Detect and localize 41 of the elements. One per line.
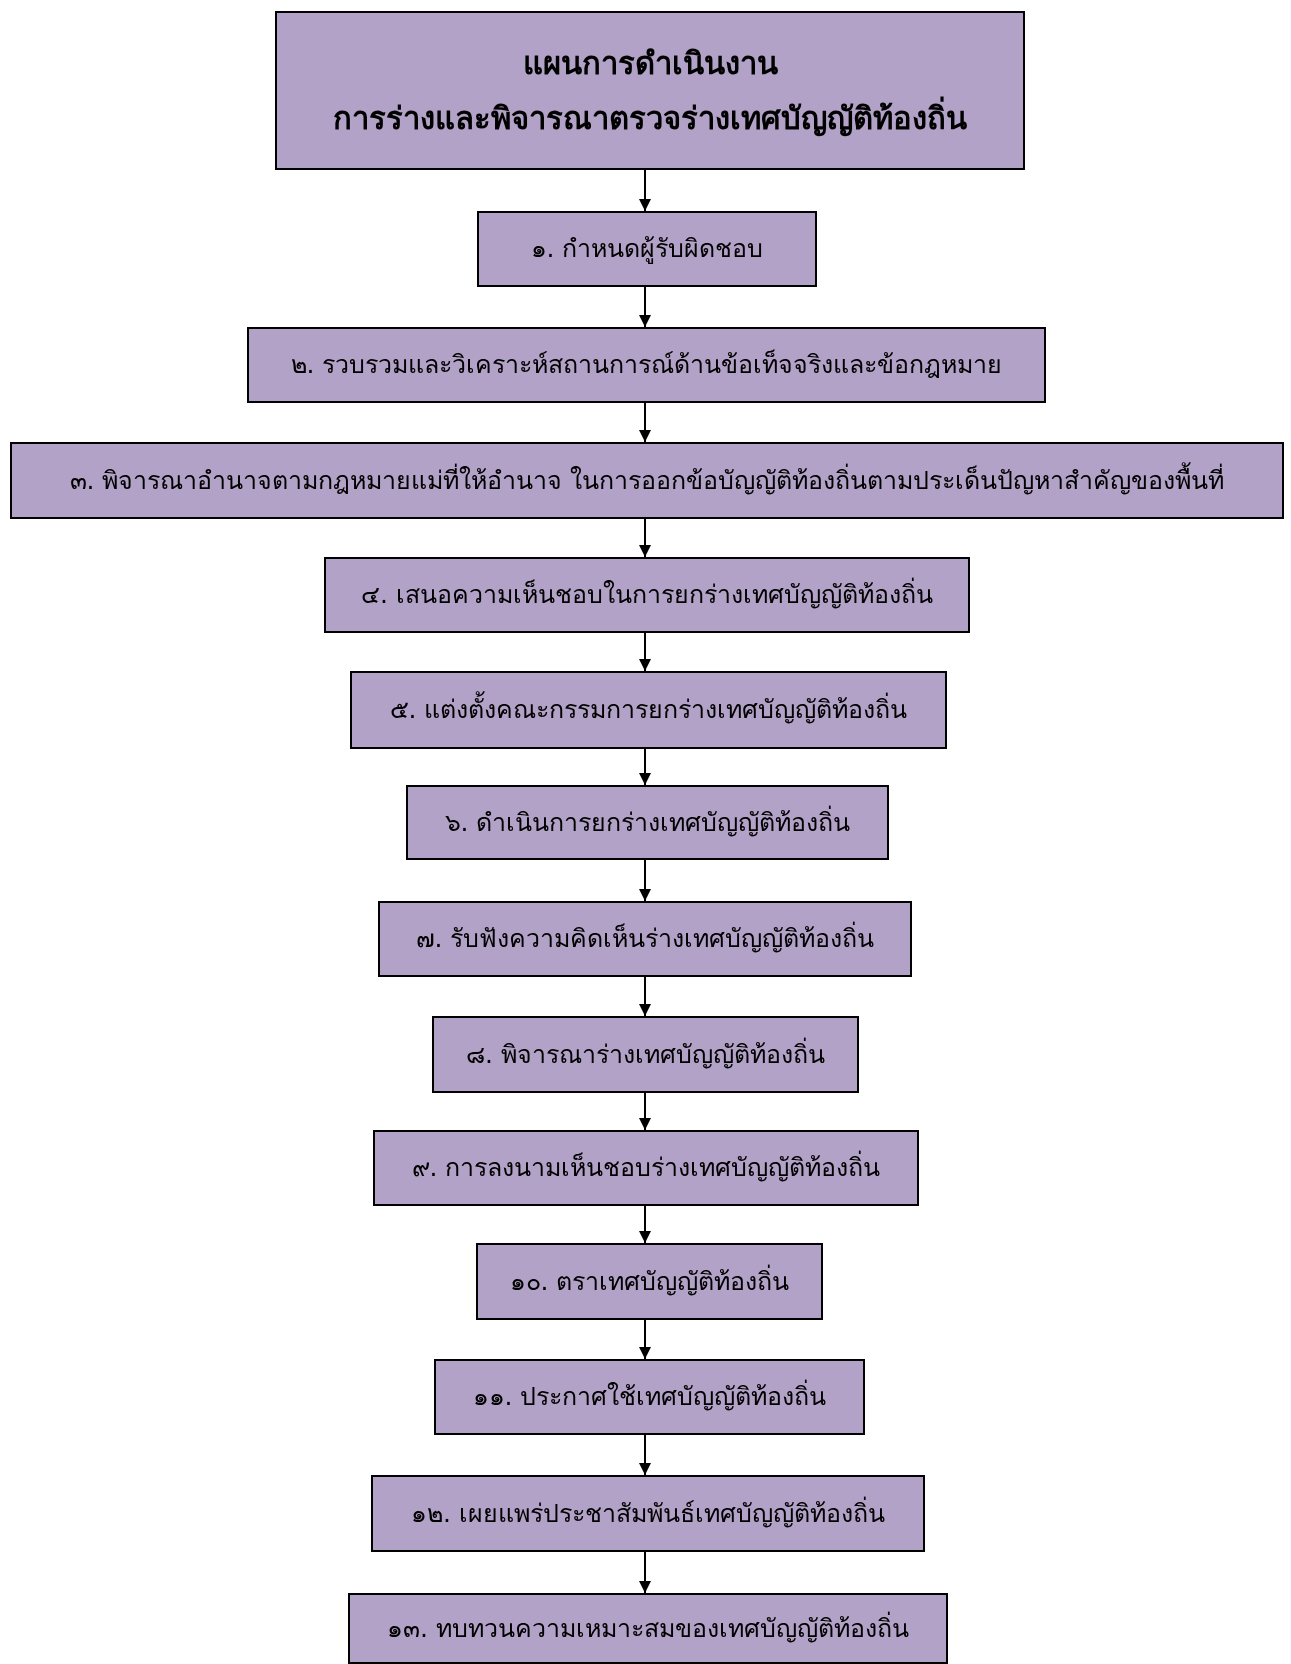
- process-box: [371, 1475, 925, 1552]
- step-text: ๗. รับฟังความคิดเห็นร่างเทศบัญญัติท้องถิ่น: [405, 923, 885, 955]
- step-text: ๑. กำหนดผู้รับผิดชอบ: [529, 233, 765, 265]
- process-box: [373, 1130, 919, 1206]
- arrow: [639, 976, 651, 1017]
- process-box: [247, 327, 1046, 403]
- process-box: [476, 1243, 823, 1320]
- step-text: ๑๐. ตราเทศบัญญัติท้องถิ่น: [508, 1265, 791, 1298]
- step-text: ๘. พิจารณาร่างเทศบัญญัติท้องถิ่น: [465, 1038, 826, 1071]
- process-box: [406, 785, 889, 860]
- process-box: [432, 1016, 859, 1093]
- arrow: [639, 169, 651, 212]
- process-box: [477, 211, 817, 287]
- step-text: ๑๒. เผยแพร่ประชาสัมพันธ์เทศบัญญัติท้องถิ่น: [410, 1497, 886, 1530]
- arrow: [639, 286, 651, 328]
- process-box: [10, 442, 1284, 519]
- step-text: ๔. เสนอความเห็นชอบในการยกร่างเทศบัญญัติท้องถิ่น: [351, 579, 943, 611]
- step-text: ๙. การลงนามเห็นชอบร่างเทศบัญญัติท้องถิ่น: [401, 1152, 891, 1184]
- arrow: [639, 1434, 651, 1476]
- title-text: การร่างและพิจารณาตรวจร่างเทศบัญญัติท้องถิ่น: [323, 98, 977, 138]
- arrow: [639, 748, 651, 786]
- process-box: [324, 557, 970, 633]
- process-box: [348, 1593, 948, 1664]
- step-text: ๖. ดำเนินการยกร่างเทศบัญญัติท้องถิ่น: [443, 806, 852, 839]
- arrow: [639, 859, 651, 902]
- process-box: [434, 1359, 865, 1435]
- step-text: ๓. พิจารณาอำนาจตามกฎหมายแม่ที่ให้อำนาจ ในการออกข้อบัญญัติท้องถิ่นตามประเด็นปัญหาสำคัญของพื้นที่: [59, 464, 1235, 497]
- step-text: ๑๓. ทบทวนความเหมาะสมของเทศบัญญัติท้องถิ่น: [386, 1612, 910, 1645]
- arrow: [639, 1205, 651, 1244]
- step-text: ๑๑. ประกาศใช้เทศบัญญัติท้องถิ่น: [462, 1381, 837, 1413]
- process-box: [350, 671, 947, 749]
- process-box: [378, 901, 912, 977]
- arrow: [639, 632, 651, 672]
- arrow: [639, 518, 651, 558]
- arrow: [639, 1092, 651, 1131]
- title-text: แผนการดำเนินงาน: [521, 43, 779, 83]
- arrow: [639, 1319, 651, 1360]
- step-text: ๒. รวบรวมและวิเคราะห์สถานการณ์ด้านข้อเท็จจริงและข้อกฎหมาย: [289, 349, 1004, 381]
- arrow: [639, 402, 651, 443]
- arrow: [639, 1551, 651, 1594]
- title-box: [275, 11, 1025, 170]
